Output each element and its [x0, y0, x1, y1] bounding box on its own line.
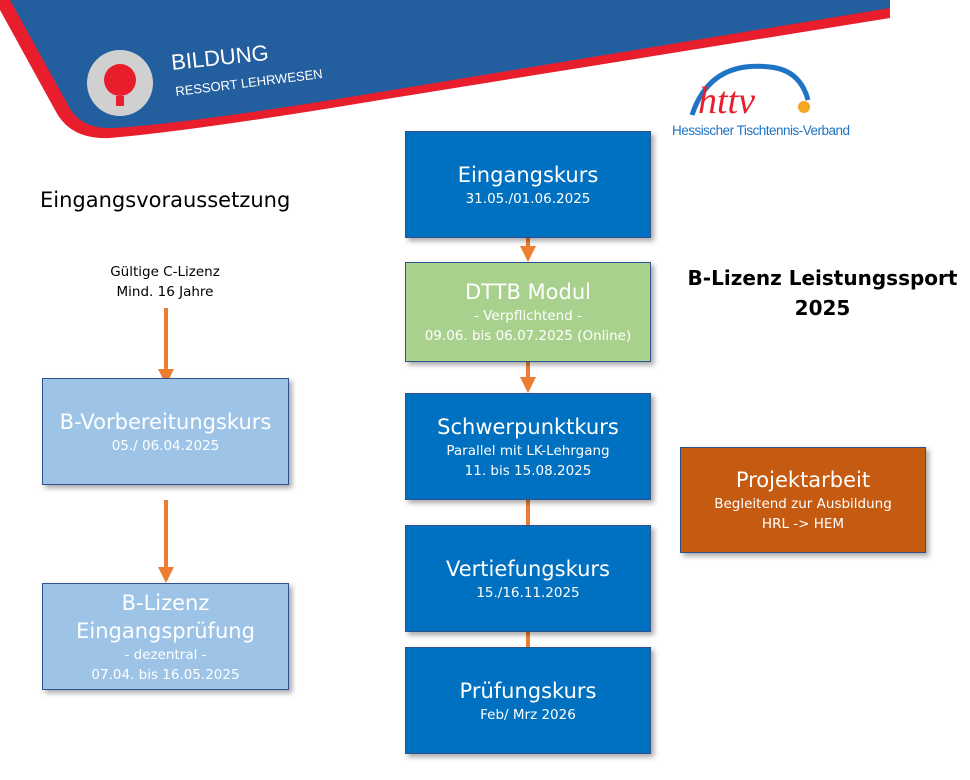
eingangskurs-box: Eingangskurs 31.05./01.06.2025	[405, 131, 651, 238]
header-banner: BILDUNG RESSORT LEHRWESEN	[0, 0, 890, 139]
eingangspruefung-box: B-Lizenz Eingangsprüfung - dezentral - 0…	[42, 583, 289, 690]
prerequisites-heading: Eingangsvoraussetzung	[40, 188, 291, 212]
vorbereitungskurs-box: B-Vorbereitungskurs 05./ 06.04.2025	[42, 378, 289, 485]
pruefungskurs-box: Prüfungskurs Feb/ Mrz 2026	[405, 647, 651, 754]
svg-text:httv: httv	[698, 80, 755, 122]
projektarbeit-box: Projektarbeit Begleitend zur Ausbildung …	[680, 447, 926, 553]
schwerpunktkurs-box: Schwerpunktkurs Parallel mit LK-Lehrgang…	[405, 393, 651, 500]
httv-logo: httv Hessischer Tischtennis-Verband	[672, 63, 850, 138]
vertiefungskurs-box: Vertiefungskurs 15./16.11.2025	[405, 525, 651, 632]
svg-text:Hessischer Tischtennis-Verband: Hessischer Tischtennis-Verband	[672, 123, 850, 138]
dttb-modul-box: DTTB Modul - Verpflichtend - 09.06. bis …	[405, 262, 651, 362]
prerequisites: Gültige C-Lizenz Mind. 16 Jahre	[110, 264, 220, 300]
page-title: B-Lizenz Leistungssport 2025	[687, 266, 958, 320]
